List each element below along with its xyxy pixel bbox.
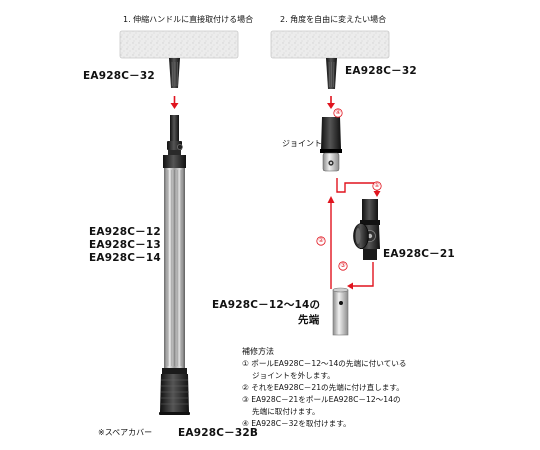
right-head-connector [326,58,337,89]
instruction-line: ① ポールEA928C－12～14の先端に付いている [242,359,407,368]
pole-model-label-2: EA928C－13 [89,239,161,251]
joint-model-label: EA928C－21 [383,248,455,260]
step-4-badge [333,108,343,118]
spare-cover-model-label: EA928C－32B [178,427,259,439]
step-1-badge [372,181,382,191]
pole-tip [332,287,349,336]
right-head-pad [270,30,390,59]
step-3-number: ③ [340,261,346,269]
telescopic-pole [159,115,190,415]
step-1-number: ① [374,181,380,189]
instruction-line: ③ EA928C－21をポールEA928C－12～14の [242,395,401,404]
arrow-step-1-head [373,191,381,197]
left-down-arrow [170,96,179,109]
right-down-arrow [327,96,335,109]
left-head-connector [169,58,180,88]
section-title-right: 2. 角度を自由に変えたい場合 [280,15,387,24]
arrow-step-3-head [347,282,353,290]
section-title-left: 1. 伸縮ハンドルに直接取付ける場合 [123,15,254,24]
spare-cover-label: ※スペアカバー [98,428,153,437]
joint-part [320,117,342,172]
pole-tip-suffix-label: 先端 [298,314,320,326]
arrow-step-1 [336,178,378,193]
instruction-line: ② それをEA928C－21の先端に付け直します。 [242,383,404,392]
instruction-line: 先端に取付けます。 [242,407,320,416]
pole-tip-model-label: EA928C－12～14の [212,299,321,311]
step-2-badge [316,236,326,246]
step-4-number: ④ [335,108,341,116]
left-head-model-label: EA928C－32 [83,70,155,82]
instructions-list: ① ポールEA928C－12～14の先端に付いている ジョイントを外します。 ②… [242,358,406,430]
step-2-number: ② [318,236,324,244]
step-3-badge [338,261,348,271]
pole-model-label-1: EA928C－12 [89,226,161,238]
right-head-model-label: EA928C－32 [345,65,417,77]
arrow-step-2-head [327,196,335,203]
left-head-pad [119,30,239,59]
angle-adapter [353,199,380,260]
instructions-title: 補修方法 [242,347,274,356]
joint-label: ジョイント [282,139,322,148]
pole-model-label-3: EA928C－14 [89,252,161,264]
instruction-line: ジョイントを外します。 [242,371,335,380]
instruction-line: ④ EA928C－32を取付けます。 [242,419,351,428]
arrow-step-3 [352,262,374,287]
